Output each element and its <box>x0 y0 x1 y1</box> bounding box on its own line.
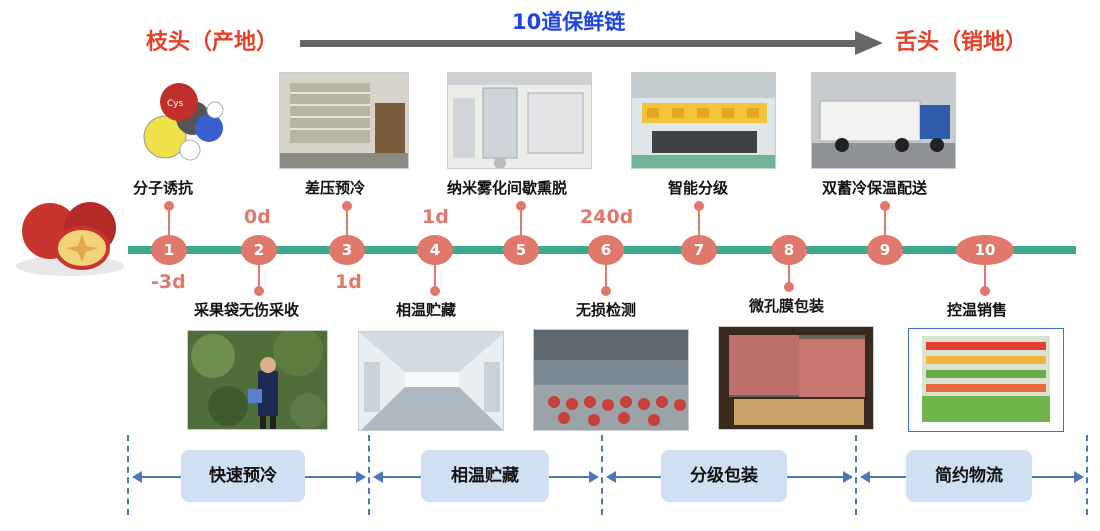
stem-6 <box>605 262 607 288</box>
phase-box-grading-packaging: 分级包装 <box>661 450 787 502</box>
progress-arrow-head <box>855 31 883 55</box>
step-label-8: 微孔膜包装 <box>749 295 824 316</box>
node-2: 2 <box>241 235 277 265</box>
chain-title: 10道保鲜链 <box>512 6 625 36</box>
molecule-text: Cys <box>167 99 184 109</box>
phase-arrow-right-1 <box>356 471 366 483</box>
stem-dot-3 <box>342 201 352 211</box>
phase-divider-1 <box>127 435 129 515</box>
day-label-6: 240d <box>580 206 633 228</box>
stem-8 <box>788 262 790 284</box>
retail-photo <box>908 328 1064 432</box>
day-label-2: 0d <box>244 206 271 228</box>
day-label-3: 1d <box>335 271 362 293</box>
origin-label: 枝头（产地） <box>146 24 278 56</box>
stem-dot-5 <box>516 201 526 211</box>
step-label-6: 无损检测 <box>576 299 636 320</box>
harvest-photo <box>187 330 328 430</box>
phase-divider-2 <box>368 435 370 515</box>
phase-divider-3 <box>601 435 603 515</box>
phase-box-rapid-precool: 快速预冷 <box>181 450 305 502</box>
step-label-9: 双蓄冷保温配送 <box>822 177 927 198</box>
step-label-10: 控温销售 <box>947 299 1007 320</box>
day-label-4: 1d <box>422 206 449 228</box>
step-label-2: 采果袋无伤采收 <box>194 299 299 320</box>
node-4: 4 <box>417 235 453 265</box>
stem-dot-6 <box>601 286 611 296</box>
apple-image <box>12 196 128 278</box>
stem-dot-8 <box>784 282 794 292</box>
node-8: 8 <box>771 235 807 265</box>
node-10: 10 <box>956 235 1014 265</box>
step-label-7: 智能分级 <box>668 177 728 198</box>
stem-2 <box>258 262 260 288</box>
phase-arrow-right-3 <box>843 471 853 483</box>
node-5: 5 <box>503 235 539 265</box>
precool-photo <box>279 72 409 169</box>
stem-dot-9 <box>880 201 890 211</box>
stem-10 <box>984 262 986 288</box>
inspection-photo <box>533 329 689 431</box>
step-label-4: 相温贮藏 <box>396 299 456 320</box>
node-6: 6 <box>588 235 624 265</box>
phase-arrow-right-2 <box>589 471 599 483</box>
fumigation-photo <box>447 72 592 169</box>
node-9: 9 <box>867 235 903 265</box>
stem-dot-2 <box>254 286 264 296</box>
step-label-3: 差压预冷 <box>305 177 365 198</box>
stem-dot-7 <box>694 201 704 211</box>
stem-dot-4 <box>430 286 440 296</box>
node-3: 3 <box>329 235 365 265</box>
phase-divider-5 <box>1086 435 1088 515</box>
phase-box-storage: 相温贮藏 <box>421 450 549 502</box>
phase-divider-4 <box>855 435 857 515</box>
phase-arrow-right-4 <box>1074 471 1084 483</box>
destination-label: 舌头（销地） <box>895 24 1027 56</box>
storage-photo <box>358 331 504 431</box>
molecule-image: Cys <box>135 80 225 170</box>
stem-dot-1 <box>164 201 174 211</box>
stem-dot-10 <box>980 286 990 296</box>
node-7: 7 <box>681 235 717 265</box>
truck-photo <box>811 72 956 169</box>
step-label-5: 纳米雾化间歇熏脱 <box>447 177 567 198</box>
node-1: 1 <box>151 235 187 265</box>
progress-arrow-line <box>300 40 860 47</box>
phase-box-logistics: 简约物流 <box>906 450 1032 502</box>
packaging-photo <box>718 326 874 430</box>
stem-4 <box>434 262 436 288</box>
grading-photo <box>631 72 776 169</box>
step-label-1: 分子诱抗 <box>133 177 193 198</box>
day-label-1: -3d <box>151 271 186 293</box>
